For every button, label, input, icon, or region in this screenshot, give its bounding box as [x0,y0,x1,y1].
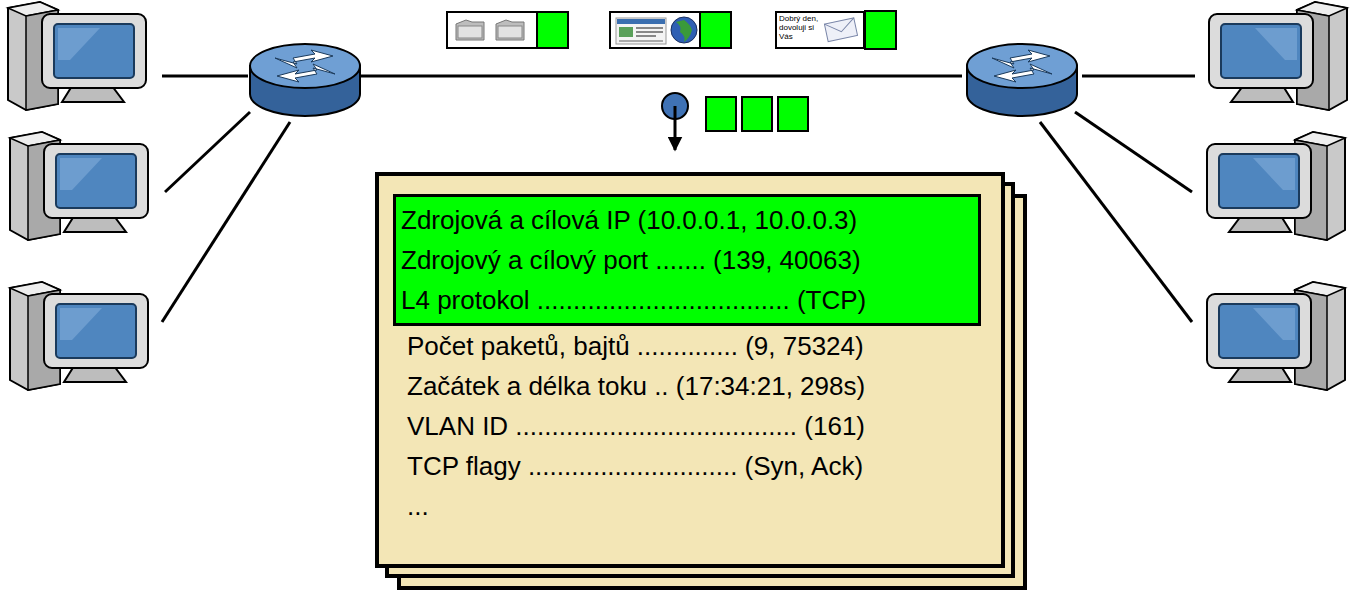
flow-record-card: Zdrojová a cílová IP (10.0.0.1, 10.0.0.3… [375,172,1005,568]
text-line: Zdrojová a cílová IP (10.0.0.1, 10.0.0.3… [401,200,973,240]
label-text: TCP flagy ............................. … [407,446,863,486]
router [250,44,360,116]
label-text: ... [407,486,429,526]
text-group: Dobrý den, dovoluji si Vás [779,14,861,41]
label-text: Zdrojová a cílová IP (10.0.0.1, 10.0.0.3… [401,200,857,240]
label-text: Začátek a délka toku .. (17:34:21, 298s) [407,366,865,406]
text-line: Počet paketů, bajtů .............. (9, 7… [393,326,987,366]
email-packet-box: Dobrý den, dovoluji si Vás [775,11,865,49]
computer [10,282,148,390]
packet-web [610,12,731,48]
label-text: VLAN ID ................................… [407,406,865,446]
label-text: Dobrý den, dovoluji si Vás [779,14,818,41]
router [967,44,1077,116]
computer [10,132,148,240]
label-text: Zdrojový a cílový port ....... (139, 400… [401,240,861,280]
computer [8,2,146,110]
text-group: Počet paketů, bajtů .............. (9, 7… [393,326,987,526]
flow-probe [662,93,808,150]
text-group: Zdrojová a cílová IP (10.0.0.1, 10.0.0.3… [401,200,973,320]
label-text: Počet paketů, bajtů .............. (9, 7… [407,326,864,366]
text-line: TCP flagy ............................. … [393,446,987,486]
text-line: ... [393,486,987,526]
computer [1207,132,1345,240]
packet-files [447,12,568,48]
text-line: L4 protokol ............................… [401,280,973,320]
computer [1209,2,1347,110]
flow-key-box: Zdrojová a cílová IP (10.0.0.1, 10.0.0.3… [393,194,981,326]
text-line: Dobrý den, dovoluji si Vás [779,14,825,41]
text-line: Zdrojový a cílový port ....... (139, 400… [401,240,973,280]
label-text: L4 protokol ............................… [401,280,866,320]
computer [1207,282,1345,390]
text-line: Začátek a délka toku .. (17:34:21, 298s) [393,366,987,406]
inner-boxes: Zdrojová a cílová IP (10.0.0.1, 10.0.0.3… [393,194,987,326]
text-line: VLAN ID ................................… [393,406,987,446]
packet-email [775,11,896,49]
